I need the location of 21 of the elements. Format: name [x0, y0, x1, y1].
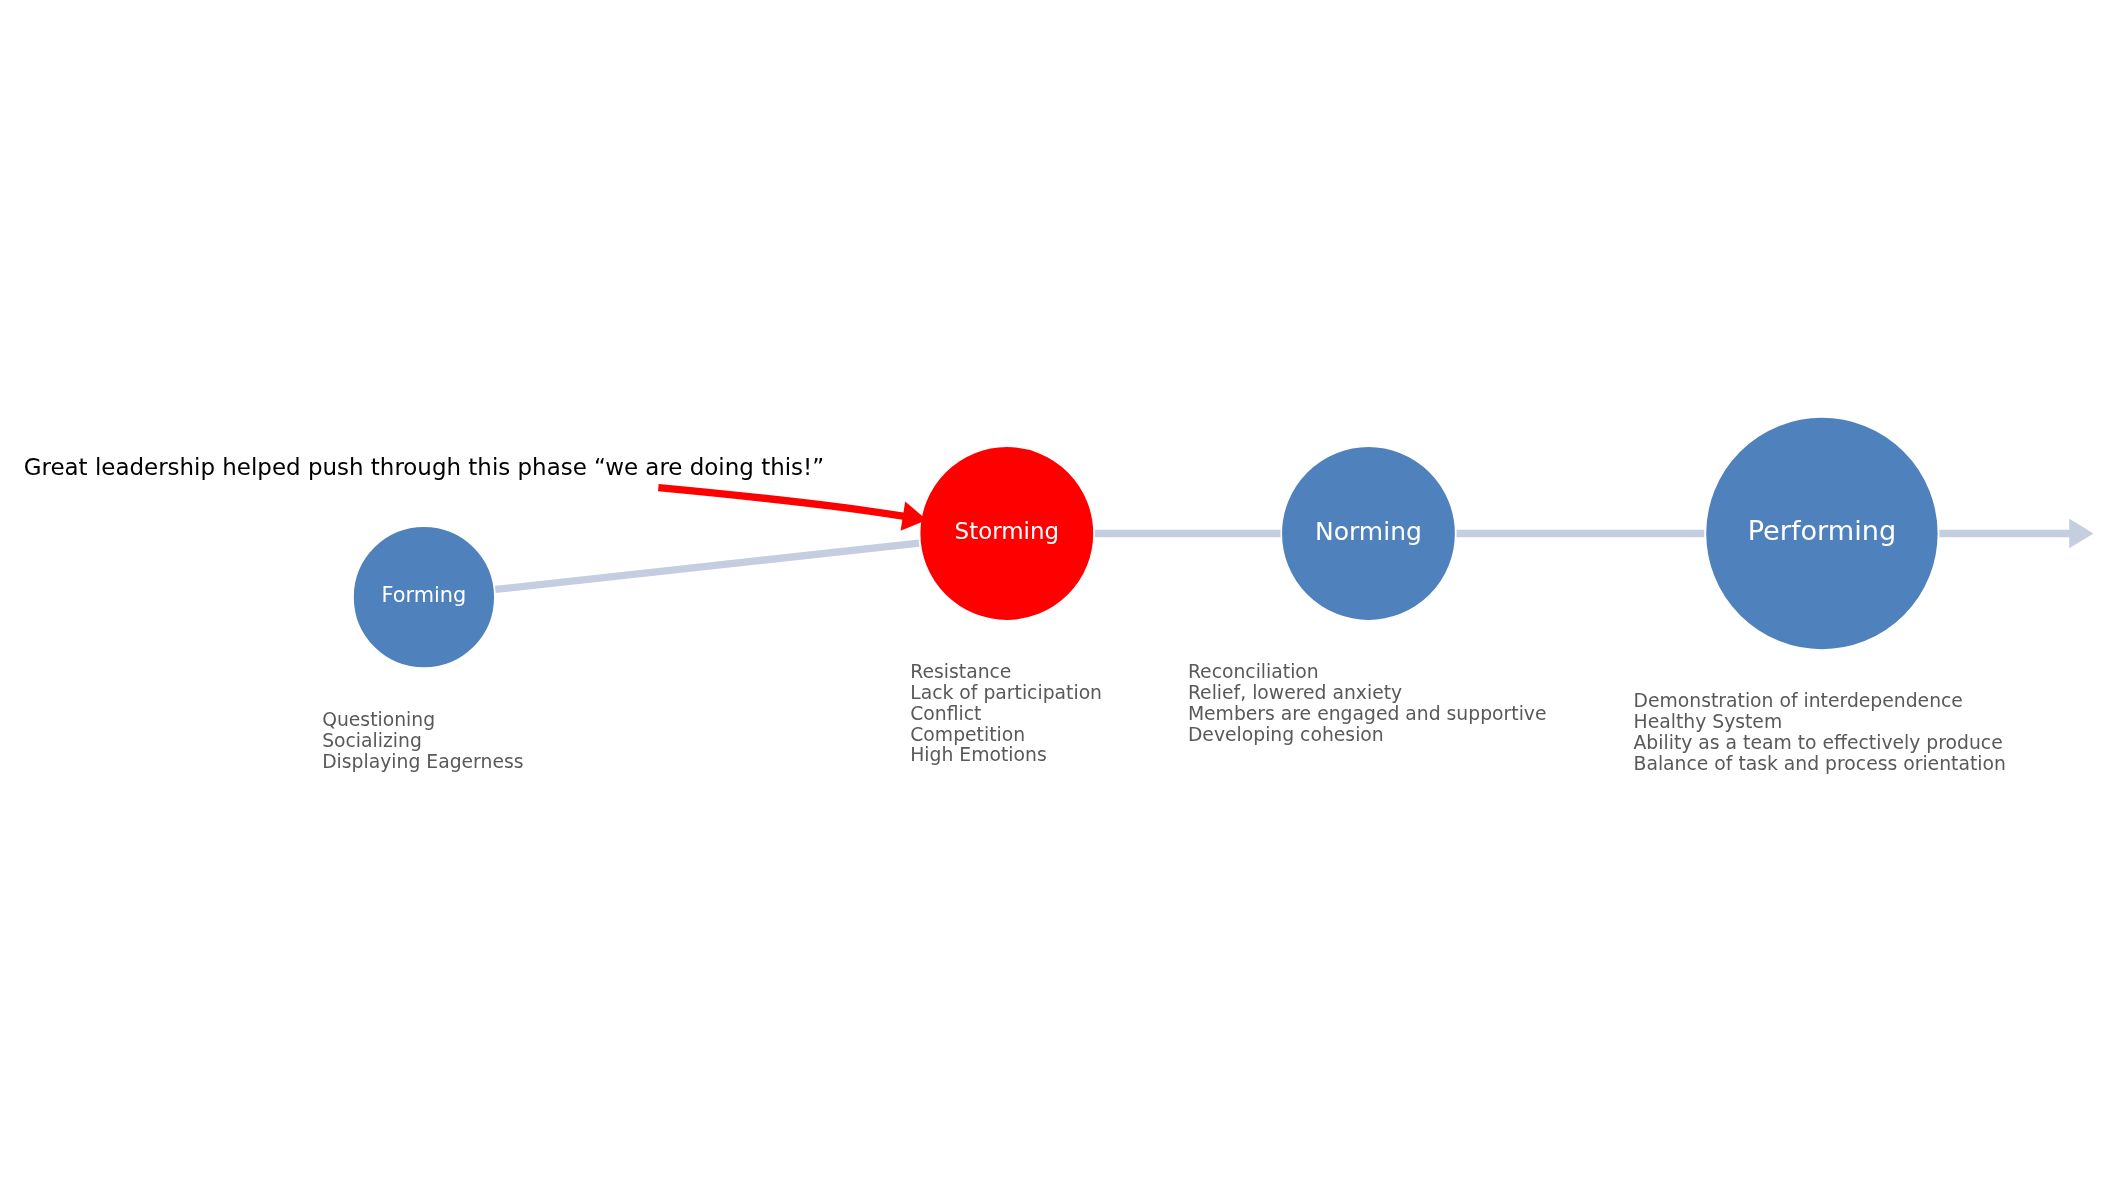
- node-label: Displaying Eagerness: [322, 750, 524, 772]
- node-label: Competition: [910, 723, 1026, 745]
- node-label: Relief, lowered anxiety: [1187, 681, 1403, 703]
- node-label: Conflict: [910, 702, 982, 724]
- node-label: Questioning: [322, 708, 436, 730]
- node-label: Healthy System: [1633, 710, 1783, 732]
- node-label: Socializing: [322, 729, 422, 751]
- node-label: Reconciliation: [1187, 660, 1319, 682]
- node-label: Developing cohesion: [1187, 723, 1384, 745]
- arrow: [1939, 518, 2093, 548]
- node-circle: Performing: [1703, 414, 1941, 652]
- node-label: Demonstration of interdependence: [1633, 689, 1963, 711]
- node-label: Lack of participation: [910, 681, 1103, 703]
- node-label: Resistance: [910, 660, 1012, 682]
- node-label: Ability as a team to effectively produce: [1633, 731, 2003, 753]
- node-label: Balance of task and process orientation: [1633, 752, 2006, 774]
- connector: [494, 538, 920, 593]
- node-text: Great leadership helped push through this phase “we are doing this!”: [23, 453, 825, 480]
- connector: [1456, 529, 1705, 537]
- connector: [1094, 529, 1281, 537]
- node-label: Members are engaged and supportive: [1187, 702, 1547, 724]
